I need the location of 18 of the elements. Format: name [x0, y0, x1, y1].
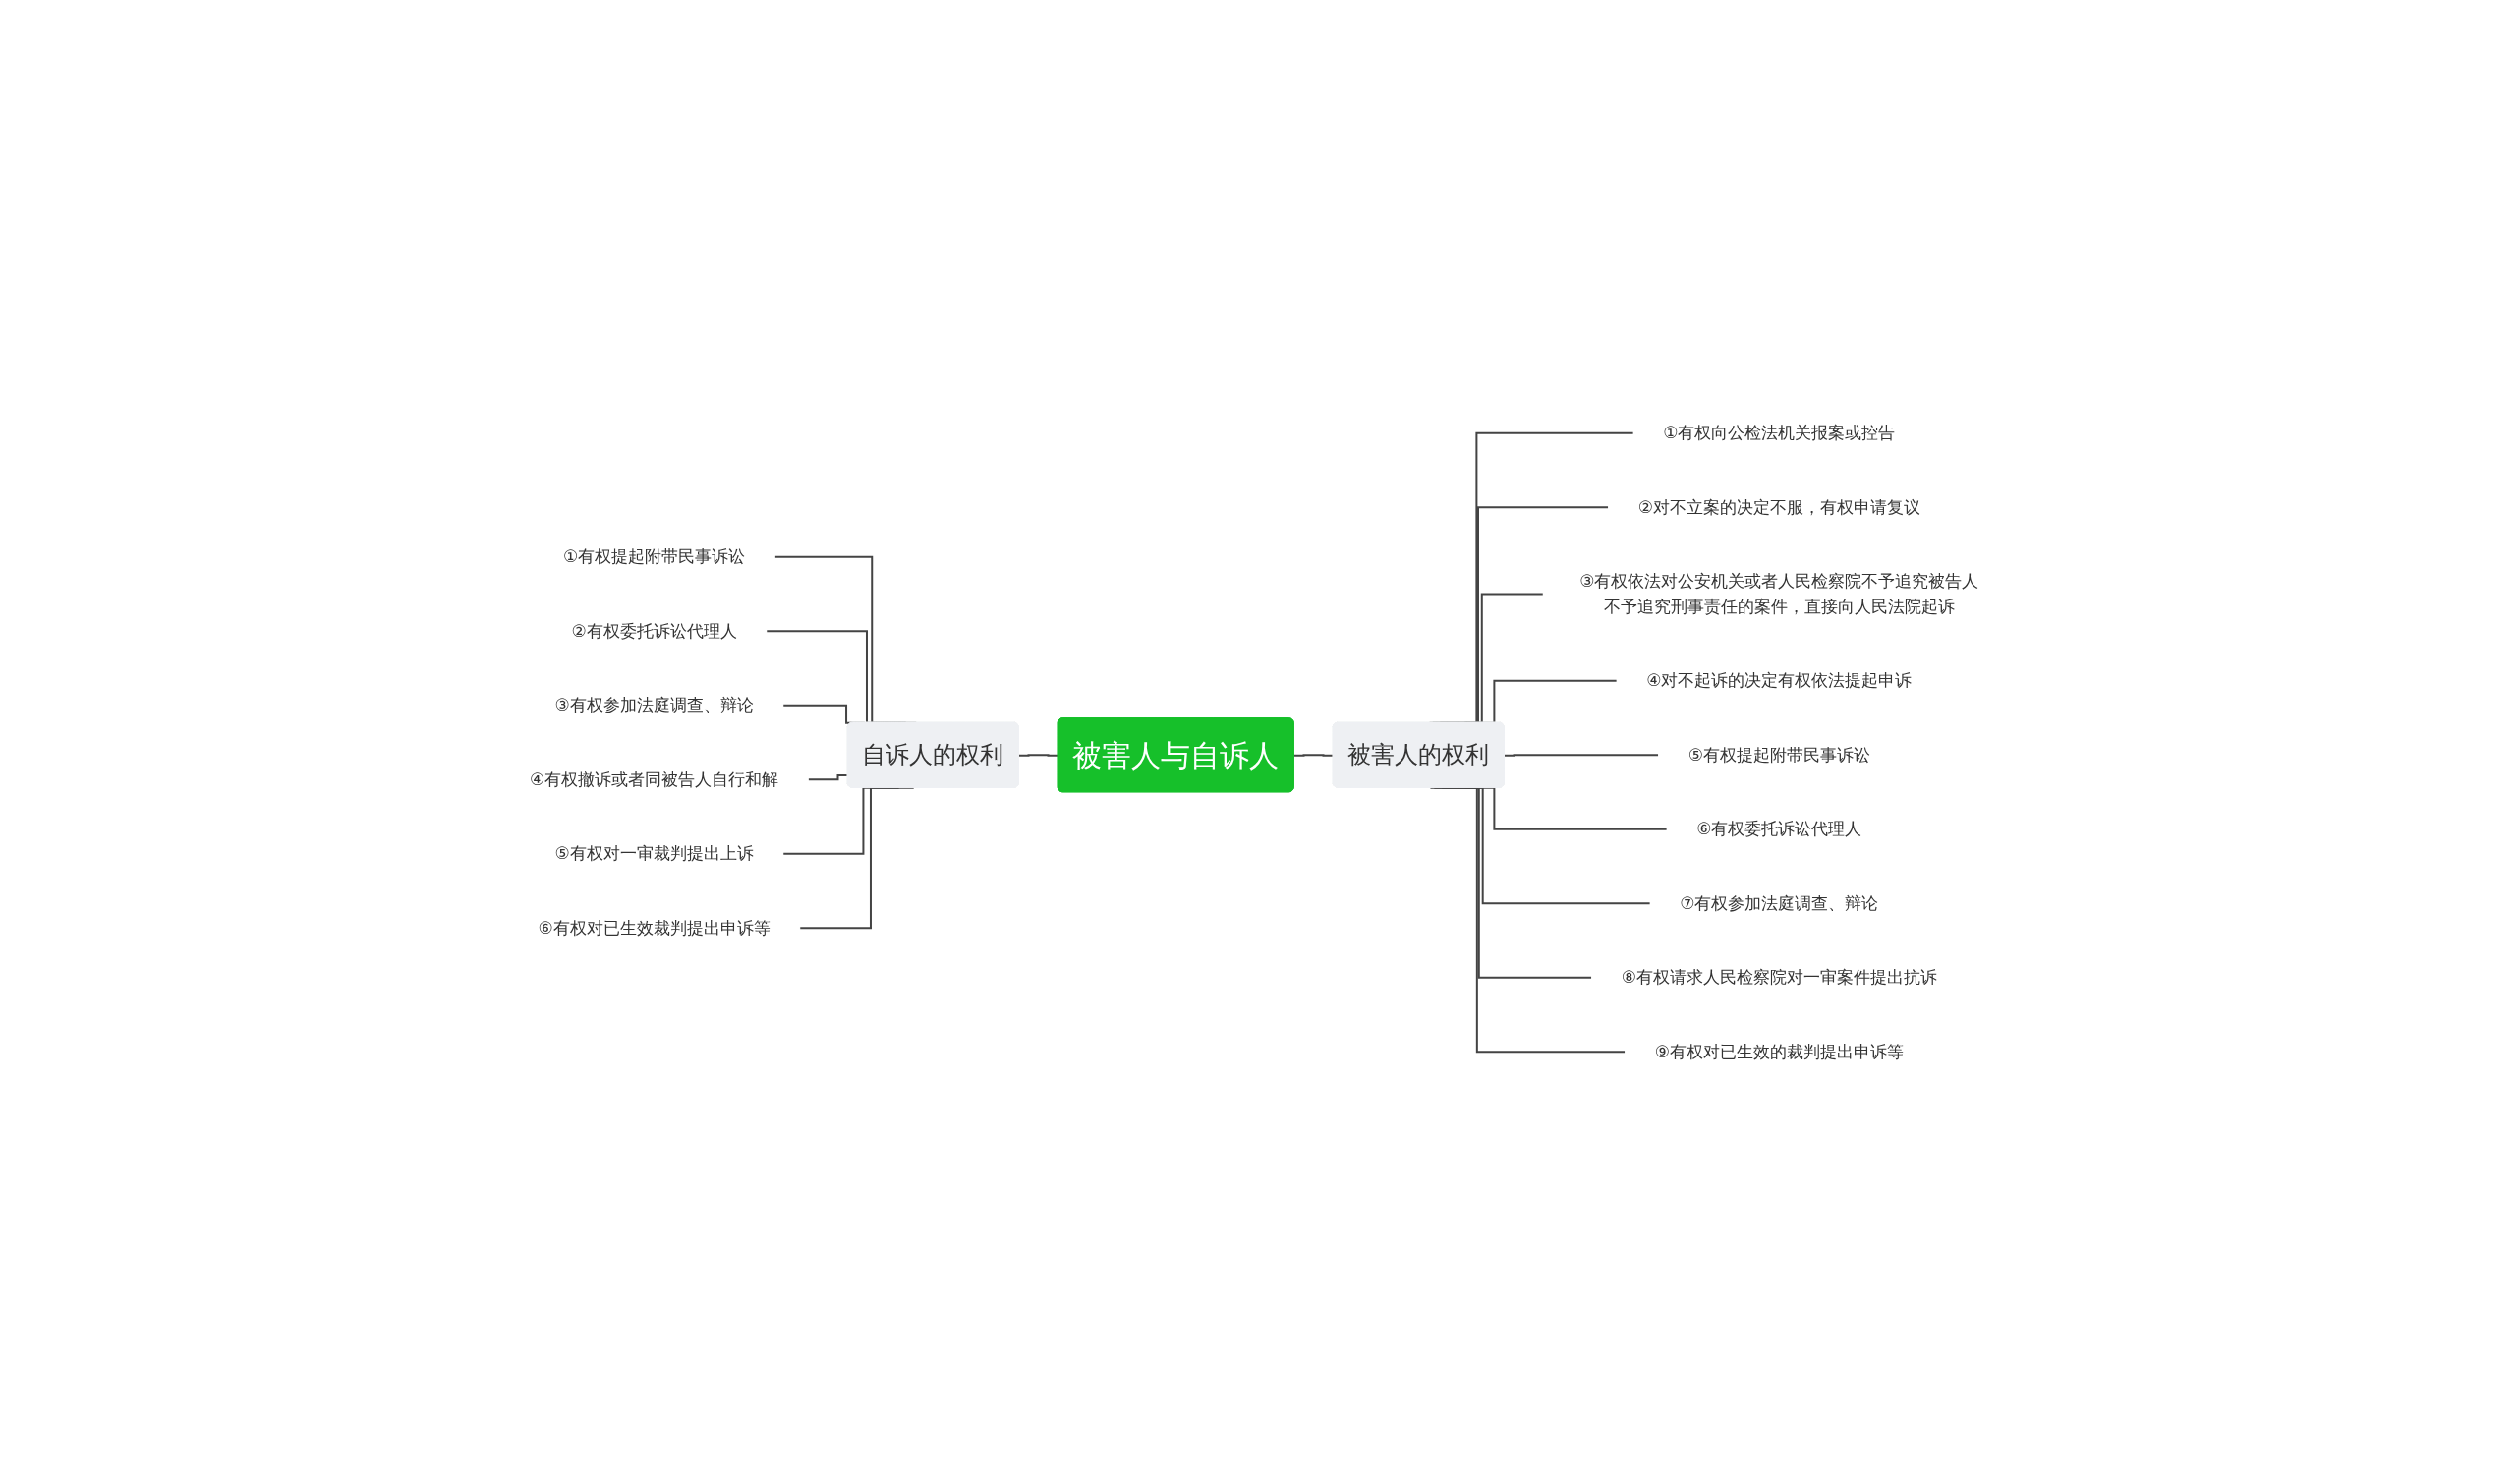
- node-text: ④对不起诉的决定有权依法提起申诉: [1646, 669, 1913, 690]
- node-text: ⑥有权对已生效裁判提出申诉等: [538, 917, 772, 937]
- connector: [799, 786, 916, 929]
- node-text: ⑨有权对已生效的裁判提出申诉等: [1655, 1041, 1905, 1060]
- node-text: ①有权向公检法机关报案或控告: [1663, 422, 1896, 442]
- connector: [1429, 786, 1627, 1053]
- node-text: ⑤有权对一审裁判提出上诉: [554, 842, 755, 863]
- node-text: ④有权撤诉或者同被告人自行和解: [530, 769, 779, 788]
- node-text: ⑧有权请求人民检察院对一审案件提出抗诉: [1622, 966, 1938, 987]
- node-text: ②对不立案的决定不服，有权申请复议: [1638, 496, 1921, 516]
- node-text: ②有权委托诉讼代理人: [571, 620, 738, 640]
- node-text: ⑥有权委托诉讼代理人: [1696, 818, 1862, 838]
- node-text: ③有权参加法庭调查、辩论: [554, 694, 755, 714]
- node-text: ③有权依法对公安机关或者人民检察院不予追究被告人不予追究刑事责任的案件，直接向人民法院起诉: [1579, 570, 1979, 615]
- node-text: ⑤有权提起附带民事诉讼: [1688, 744, 1871, 764]
- node-text: ①有权提起附带民事诉讼: [563, 545, 746, 566]
- connector: [1504, 753, 1660, 757]
- node-text: ⑦有权参加法庭调查、辩论: [1680, 892, 1879, 912]
